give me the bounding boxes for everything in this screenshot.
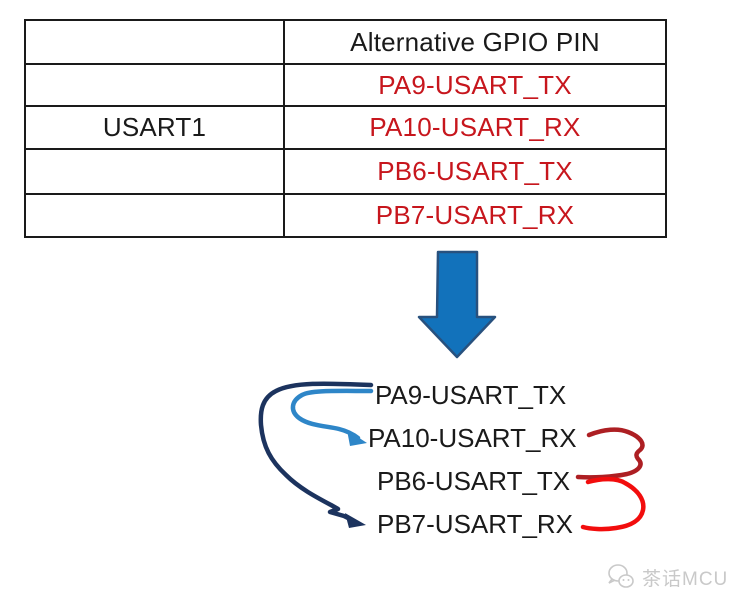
flow-item-pb7: PB7-USART_RX — [377, 509, 574, 539]
table-cell-empty — [26, 65, 285, 107]
chat-bubbles-icon — [608, 564, 634, 588]
down-arrow-shape — [417, 250, 497, 359]
usart-pin-table: Alternative GPIO PIN PA9-USART_TX USART1… — [24, 19, 667, 238]
watermark-text: 茶话MCU — [642, 568, 729, 590]
table-cell-usart1: USART1 — [26, 107, 285, 150]
watermark: 茶话MCU — [604, 560, 728, 594]
table-header-alternative-gpio-pin: Alternative GPIO PIN — [285, 21, 665, 65]
table-cell-empty — [26, 21, 285, 65]
table-cell-pin-pb6: PB6-USART_TX — [285, 150, 665, 195]
curve-pa9-to-pb7 — [258, 381, 374, 523]
flow-item-pa9: PA9-USART_TX — [375, 380, 567, 410]
table-cell-pin-pa10: PA10-USART_RX — [285, 107, 665, 150]
curve-pa9-to-pb7-arrowhead — [345, 513, 366, 528]
table-cell-empty — [26, 150, 285, 195]
table-cell-pin-pa9: PA9-USART_TX — [285, 65, 665, 107]
curve-pb6-to-pb7 — [580, 476, 646, 532]
curve-pa9-to-pa10-arrowhead — [347, 430, 367, 446]
table-cell-empty — [26, 195, 285, 236]
flow-item-pb6: PB6-USART_TX — [377, 466, 571, 496]
table-cell-pin-pb7: PB7-USART_RX — [375, 200, 575, 230]
curve-pa10-to-pb6 — [575, 427, 645, 480]
flow-item-pa10: PA10-USART_RX — [368, 423, 577, 453]
curve-pa9-to-pa10 — [290, 388, 374, 441]
